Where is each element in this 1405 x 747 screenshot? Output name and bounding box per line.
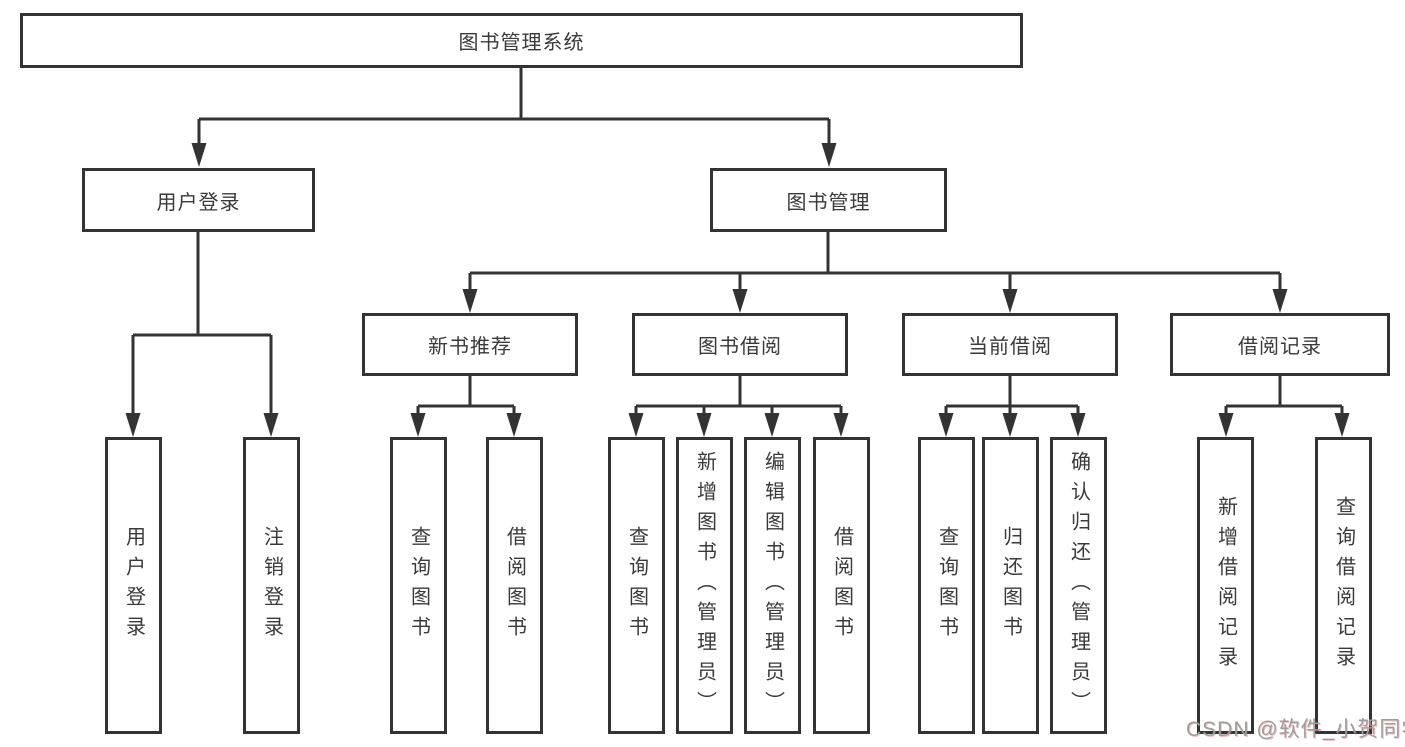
- node-root-system: 图书管理系统: [20, 13, 1023, 68]
- node-current-borrow-label: 当前借阅: [968, 336, 1052, 358]
- leaf-add-borrow-record: 新增借阅记录: [1197, 437, 1254, 734]
- node-book-borrow: 图书借阅: [632, 313, 848, 376]
- leaf-query-borrow-record-label: 查询借阅记录: [1332, 495, 1355, 676]
- arrowheads-user-login-leaves: [125, 413, 279, 437]
- arrowheads-book-borrow-leaves: [628, 413, 849, 437]
- connector-borrow-records-leaves: [1224, 376, 1344, 414]
- node-borrow-records-label: 借阅记录: [1238, 336, 1322, 358]
- node-new-book-recommend-label: 新书推荐: [428, 336, 512, 358]
- leaf-edit-book-admin: 编辑图书（管理员）: [744, 437, 801, 734]
- connector-user-login-leaves: [131, 232, 273, 414]
- leaf-edit-book-admin-label: 编辑图书（管理员）: [761, 450, 784, 721]
- arrowheads-level3: [462, 289, 1288, 313]
- leaf-confirm-return-admin-label: 确认归还（管理员）: [1067, 450, 1090, 721]
- node-book-borrow-label: 图书借阅: [698, 336, 782, 358]
- leaf-add-book-admin: 新增图书（管理员）: [676, 437, 733, 734]
- node-book-management-label: 图书管理: [786, 191, 871, 214]
- connector-root-to-level2: [197, 68, 831, 144]
- connector-book-borrow-leaves: [634, 376, 843, 414]
- leaf-query-book-3: 查询图书: [918, 437, 975, 734]
- leaf-query-book-1-label: 查询图书: [407, 525, 430, 646]
- leaf-add-borrow-record-label: 新增借阅记录: [1214, 495, 1237, 676]
- node-user-login: 用户登录: [82, 168, 315, 232]
- node-book-management: 图书管理: [710, 168, 947, 232]
- node-user-login-label: 用户登录: [156, 191, 241, 214]
- csdn-watermark: CSDN @软件_小贺同学: [1186, 718, 1405, 741]
- node-borrow-records: 借阅记录: [1170, 313, 1390, 376]
- leaf-query-book-1: 查询图书: [390, 437, 447, 734]
- connector-new-book-rec-leaves: [416, 376, 516, 414]
- leaf-borrow-book-2: 借阅图书: [813, 437, 870, 734]
- node-new-book-recommend: 新书推荐: [362, 313, 578, 376]
- connector-book-mgmt-to-level3: [468, 232, 1282, 290]
- node-current-borrow: 当前借阅: [902, 313, 1118, 376]
- arrowheads-borrow-records-leaves: [1218, 413, 1350, 437]
- leaf-add-book-admin-label: 新增图书（管理员）: [693, 450, 716, 721]
- connector-current-borrow-leaves: [944, 376, 1080, 414]
- arrowheads-current-borrow-leaves: [938, 413, 1086, 437]
- leaf-return-book: 归还图书: [982, 437, 1039, 734]
- leaf-logout-label: 注销登录: [260, 525, 283, 646]
- leaf-query-book-2: 查询图书: [608, 437, 665, 734]
- leaf-user-login: 用户登录: [105, 437, 162, 734]
- leaf-query-book-3-label: 查询图书: [935, 525, 958, 646]
- leaf-query-borrow-record: 查询借阅记录: [1315, 437, 1372, 734]
- leaf-query-book-2-label: 查询图书: [625, 525, 648, 646]
- arrowheads-level2: [191, 143, 837, 167]
- leaf-user-login-label: 用户登录: [122, 525, 145, 646]
- leaf-borrow-book-1-label: 借阅图书: [503, 525, 526, 646]
- leaf-logout: 注销登录: [243, 437, 300, 734]
- leaf-confirm-return-admin: 确认归还（管理员）: [1050, 437, 1107, 734]
- leaf-borrow-book-1: 借阅图书: [486, 437, 543, 734]
- leaf-borrow-book-2-label: 借阅图书: [830, 525, 853, 646]
- node-root-label: 图书管理系统: [458, 32, 585, 54]
- arrowheads-new-book-rec-leaves: [410, 413, 522, 437]
- leaf-return-book-label: 归还图书: [999, 525, 1022, 646]
